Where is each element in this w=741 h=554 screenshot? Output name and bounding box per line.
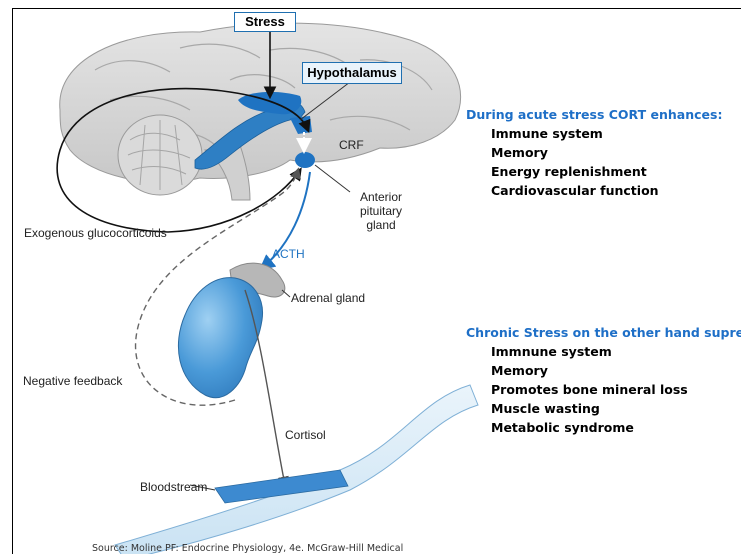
chronic-item: Metabolic syndrome <box>491 418 741 437</box>
chronic-item: Immnune system <box>491 342 741 361</box>
negative-feedback-label: Negative feedback <box>23 374 122 388</box>
stress-label: Stress <box>245 14 285 29</box>
exogenous-label: Exogenous glucocorticoids <box>24 226 167 240</box>
chronic-item: Muscle wasting <box>491 399 741 418</box>
hypothalamus-box: Hypothalamus <box>302 62 402 84</box>
acute-item: Energy replenishment <box>491 162 722 181</box>
chronic-heading: Chronic Stress on the other hand supress… <box>466 325 741 340</box>
acute-heading: During acute stress CORT enhances: <box>466 107 722 122</box>
acute-list: Immune system Memory Energy replenishmen… <box>466 124 722 200</box>
blood-vessel-illustration <box>115 385 478 554</box>
acute-item: Immune system <box>491 124 722 143</box>
crf-label: CRF <box>339 138 364 152</box>
adrenal-label: Adrenal gland <box>291 291 365 305</box>
adrenal-gland-illustration <box>178 263 290 398</box>
hypothalamus-label: Hypothalamus <box>307 65 397 80</box>
chronic-item: Memory <box>491 361 741 380</box>
brain-illustration <box>60 23 461 200</box>
chronic-stress-panel: Chronic Stress on the other hand supress… <box>466 325 741 437</box>
chronic-list: Immnune system Memory Promotes bone mine… <box>466 342 741 437</box>
pituitary-pointer <box>315 165 350 192</box>
acute-item: Cardiovascular function <box>491 181 722 200</box>
source-citation: Source: Moline PF: Endocrine Physiology,… <box>92 543 403 554</box>
bloodstream-label: Bloodstream <box>140 480 207 494</box>
acute-item: Memory <box>491 143 722 162</box>
acth-label: ACTH <box>272 247 305 261</box>
anterior-pituitary-label: Anterior pituitary gland <box>346 190 416 232</box>
acute-stress-panel: During acute stress CORT enhances: Immun… <box>466 107 722 200</box>
chronic-item: Promotes bone mineral loss <box>491 380 741 399</box>
stress-box: Stress <box>234 12 296 32</box>
cortisol-label: Cortisol <box>285 428 326 442</box>
